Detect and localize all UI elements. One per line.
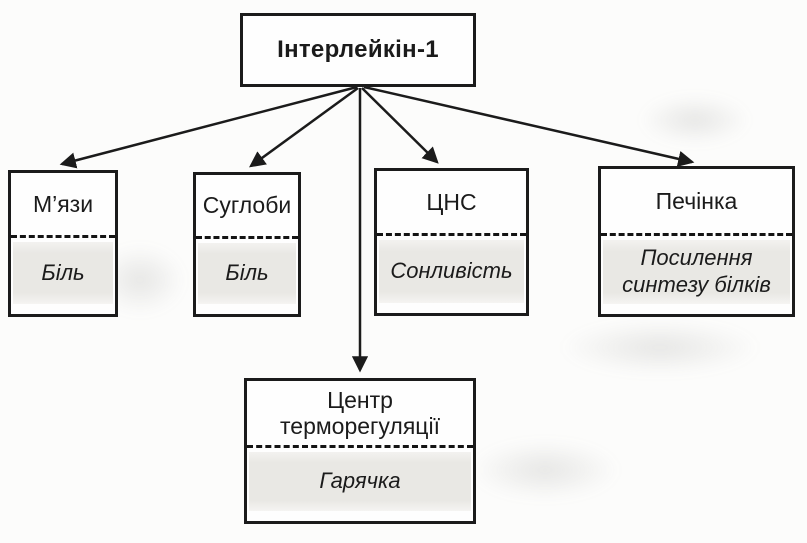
node-interleukin-1: Інтерлейкін-1: [240, 13, 476, 87]
node-joints: Суглоби Біль: [193, 172, 301, 317]
scan-artifact: [560, 320, 760, 375]
scan-artifact: [640, 95, 750, 145]
effect-label: Біль: [13, 242, 113, 304]
arrow-to-muscles: [59, 85, 358, 169]
node-liver: Печінка Посилення синтезу білків: [598, 166, 795, 317]
effect-label: Сонливість: [379, 240, 524, 303]
organ-label: М’язи: [32, 190, 94, 217]
effect-label: Гарячка: [249, 452, 471, 511]
dashed-divider: [247, 445, 473, 449]
organ-label: Центр терморегуляції: [280, 386, 440, 440]
effect-label: Посилення синтезу білків: [603, 239, 790, 304]
organ-label: ЦНС: [426, 189, 477, 216]
arrow-to-joints: [249, 86, 359, 168]
node-thermoregulation-center: Центр терморегуляції Гарячка: [244, 378, 476, 524]
dashed-divider: [377, 233, 526, 237]
arrow-to-liver: [363, 85, 695, 167]
organ-label: Печінка: [655, 187, 738, 214]
dashed-divider: [11, 235, 115, 239]
node-cns: ЦНС Сонливість: [374, 168, 529, 316]
organ-label: Суглоби: [202, 192, 292, 219]
arrow-to-cns: [361, 87, 439, 164]
dashed-divider: [601, 232, 792, 236]
node-muscles: М’язи Біль: [8, 170, 118, 317]
dashed-divider: [196, 236, 298, 240]
node-interleukin-1-label: Інтерлейкін-1: [277, 36, 439, 63]
effect-label: Біль: [198, 243, 296, 304]
scan-artifact: [470, 440, 620, 500]
